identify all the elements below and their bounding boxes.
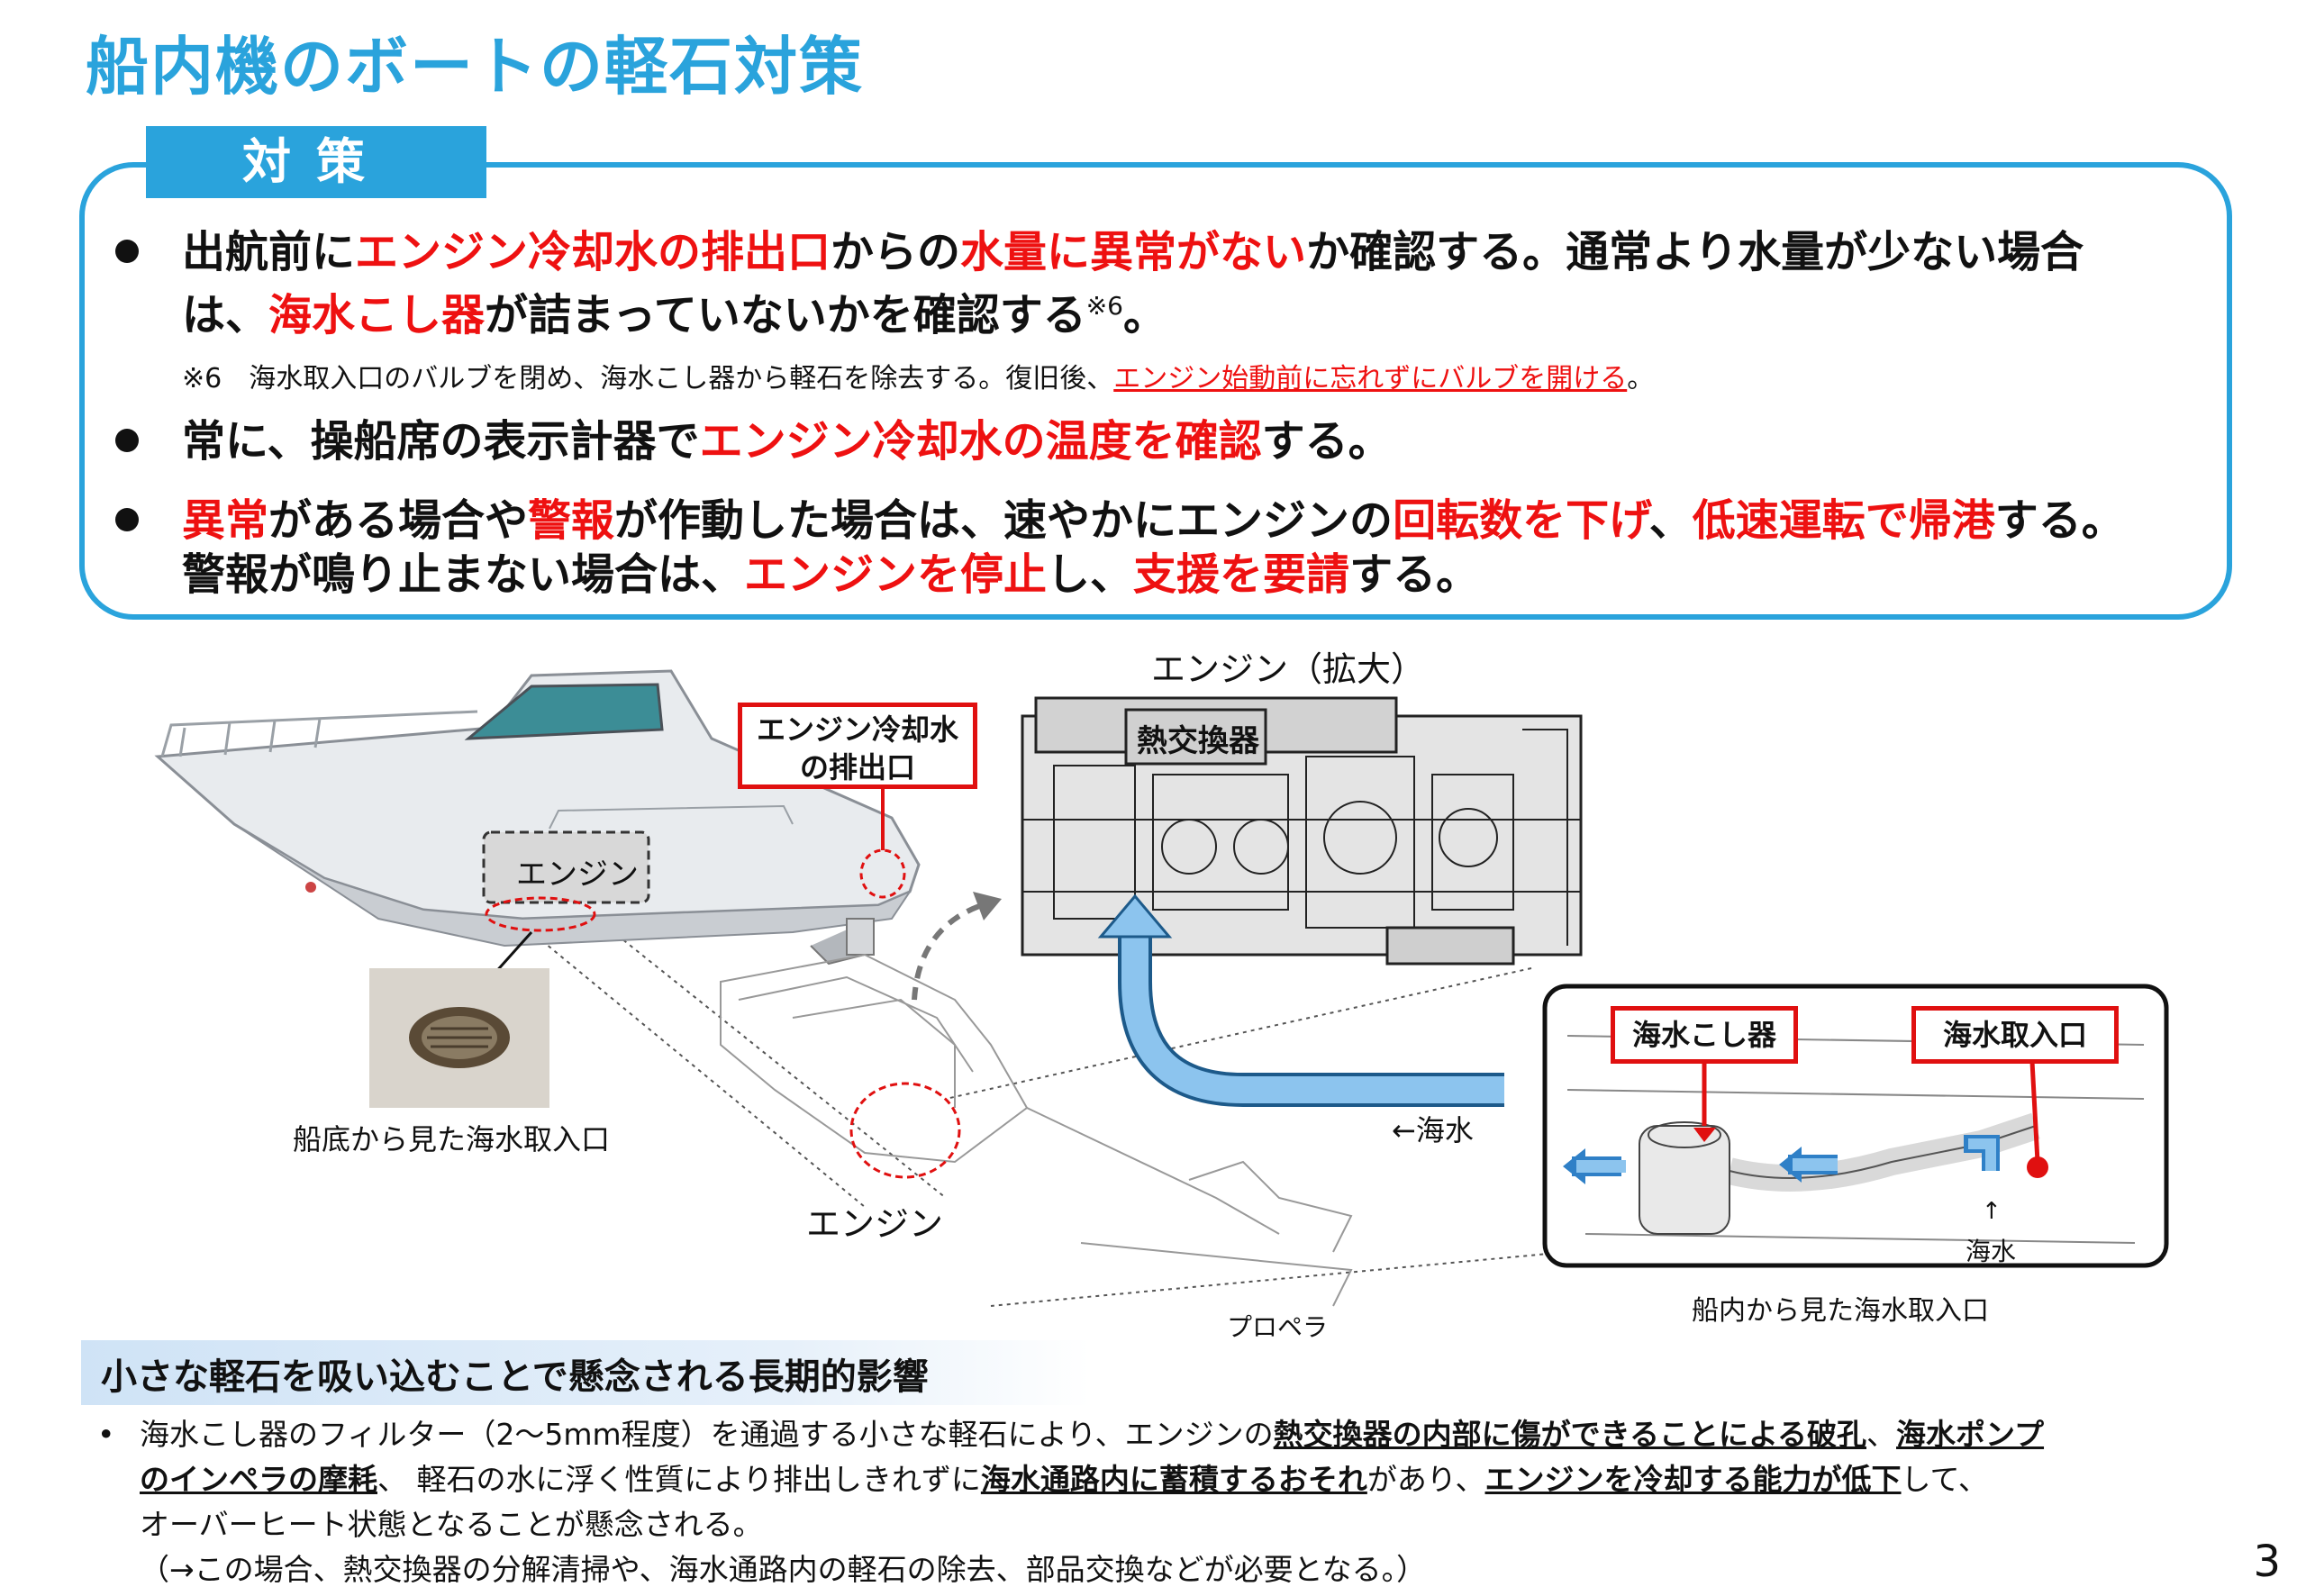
- emphasis-text: 海水こし器: [268, 290, 486, 340]
- engine-box: [482, 830, 650, 904]
- footnote-text: ※6 海水取入口のバルブを閉め、海水こし器から軽石を除去する。復旧後、: [182, 363, 1114, 394]
- footnote-end: 。: [1627, 363, 1655, 394]
- body-text: があり、: [1366, 1462, 1485, 1497]
- body-text: オーバーヒート状態となることが懸念される。: [140, 1507, 763, 1542]
- bullet-1-line-2: は、海水こし器が詰まっていないかを確認する※6。: [182, 279, 1167, 342]
- countermeasure-box: [79, 162, 2232, 620]
- propeller-label: プロペラ: [1227, 1312, 1329, 1342]
- bullet-dot: [115, 429, 139, 452]
- bullet-1-line-1: 出航前にエンジン冷却水の排出口からの水量に異常がないか確認する。通常より水量が少…: [115, 225, 2084, 279]
- leader-lines: [504, 909, 1568, 1307]
- hull-intake-marker: [485, 896, 596, 932]
- engine-zoom-label: エンジン（拡大）: [1151, 649, 1426, 689]
- engine-label: エンジン: [806, 1204, 944, 1244]
- body-text: する。: [1994, 495, 2125, 546]
- body-text: か確認する。通常より水量が少ない場合: [1306, 227, 2084, 277]
- outlet-marker: [859, 848, 906, 899]
- body-text: は、: [182, 290, 269, 340]
- engine-box-label: エンジン: [516, 857, 639, 893]
- bullet-dot: [115, 508, 139, 531]
- body-text: 、: [1866, 1417, 1897, 1452]
- emphasis-text: 水量に異常がない: [960, 227, 1307, 277]
- inboard-intake-photo: [1566, 1035, 2145, 1244]
- bullet-2-line-1: 常に、操船席の表示計器でエンジン冷却水の温度を確認する。: [115, 414, 1392, 468]
- underlined-text: のインペラの摩耗: [140, 1462, 377, 1497]
- intake-callout: 海水取入口: [1911, 1006, 2119, 1064]
- body-text: 、: [1648, 495, 1693, 546]
- longterm-line-1: 海水こし器のフィルター（2～5mm程度）を通過する小さな軽石により、エンジンの熱…: [140, 1412, 2044, 1457]
- body-text: 、 軽石の水に浮く性質により排出しきれずに: [377, 1462, 981, 1497]
- emphasis-text: 支援を要請: [1133, 549, 1350, 600]
- bullet-3-line-2: 警報が鳴り止まない場合は、エンジンを停止し、支援を要請する。: [182, 548, 1479, 602]
- engine-zoomed: [1021, 696, 1583, 966]
- strainer-callout: 海水こし器: [1611, 1006, 1798, 1064]
- body-text: がある場合や: [268, 495, 529, 546]
- body-text: からの: [831, 227, 961, 277]
- body-text: 警報が鳴り止まない場合は、: [182, 549, 745, 600]
- body-text: する。: [1261, 416, 1392, 467]
- heat-exchanger-label: 熱交換器: [1137, 723, 1259, 759]
- seawater-arrow-label: ←海水: [1392, 1113, 1474, 1147]
- emphasis-text: 異常: [182, 495, 269, 546]
- bullet-3-line-1: 異常がある場合や警報が作動した場合は、速やかにエンジンの回転数を下げ、低速運転で…: [115, 494, 2125, 548]
- hull-intake-caption: 船底から見た海水取入口: [293, 1122, 611, 1156]
- longterm-line-2: のインペラの摩耗、 軽石の水に浮く性質により排出しきれずに海水通路内に蓄積するお…: [140, 1457, 1988, 1502]
- underlined-text: 海水通路内に蓄積するおそれ: [980, 1462, 1367, 1497]
- body-text: する。: [1349, 549, 1480, 600]
- body-text: し、: [1047, 549, 1134, 600]
- footnote-emphasis: エンジン始動前に忘れずにバルブを開ける: [1113, 363, 1628, 394]
- bullet-dot: [115, 240, 139, 263]
- seawater-up-arrow: ↑: [1982, 1198, 2002, 1225]
- emphasis-text: エンジン冷却水の温度を確認: [699, 416, 1262, 467]
- emphasis-text: 警報: [528, 495, 615, 546]
- footnote-6: ※6 海水取入口のバルブを閉め、海水こし器から軽石を除去する。復旧後、エンジン始…: [182, 356, 1654, 395]
- body-text: が詰まっていないかを確認する: [485, 290, 1086, 340]
- outlet-callout-line-1: エンジン冷却水: [756, 712, 958, 747]
- body-text: （→この場合、熱交換器の分解清掃や、海水通路内の軽石の除去、部品交換などが必要と…: [140, 1552, 1427, 1587]
- seawater-up-label: 海水: [1966, 1237, 2017, 1266]
- section-tab: 対策: [146, 126, 486, 198]
- longterm-heading-bar: [81, 1340, 1090, 1405]
- emphasis-text: 低速運転で帰港: [1692, 495, 1995, 546]
- footnote-ref: ※6: [1085, 291, 1123, 321]
- illustration: [154, 669, 2169, 1307]
- body-text: 海水こし器のフィルター（2～5mm程度）を通過する小さな軽石により、エンジンの: [140, 1417, 1274, 1452]
- boat-illustration: [154, 669, 921, 966]
- emphasis-text: エンジン冷却水の排出口: [355, 227, 831, 277]
- underlined-text: 熱交換器の内部に傷ができることによる破孔: [1273, 1417, 1867, 1452]
- hull-intake-photo: [369, 968, 549, 1108]
- period: 。: [1123, 290, 1167, 340]
- page-number: 3: [2253, 1537, 2281, 1587]
- engine-sketch-marker: [849, 1082, 961, 1179]
- outlet-callout: エンジン冷却水の排出口: [738, 703, 977, 789]
- body-text: して、: [1901, 1462, 1988, 1497]
- body-text: が作動した場合は、速やかにエンジンの: [614, 495, 1394, 546]
- inboard-intake-caption: 船内から見た海水取入口: [1692, 1295, 1989, 1327]
- engine-sketch: [720, 953, 1353, 1307]
- body-text: 出航前に: [182, 227, 356, 277]
- emphasis-text: エンジンを停止: [744, 549, 1048, 600]
- body-text: 常に、操船席の表示計器で: [182, 416, 700, 467]
- longterm-line-3: オーバーヒート状態となることが懸念される。: [140, 1502, 763, 1547]
- heat-exchanger-box: [1124, 708, 1267, 766]
- page-title: 船内機のボートの軽石対策: [86, 30, 864, 104]
- longterm-bullet: •: [97, 1417, 115, 1452]
- outlet-callout-line-2: の排出口: [799, 750, 915, 784]
- underlined-text: エンジンを冷却する能力が低下: [1484, 1462, 1902, 1497]
- longterm-line-4: （→この場合、熱交換器の分解清掃や、海水通路内の軽石の除去、部品交換などが必要と…: [140, 1547, 1426, 1592]
- emphasis-text: 回転数を下げ: [1393, 495, 1649, 546]
- underlined-text: 海水ポンプ: [1896, 1417, 2045, 1452]
- longterm-heading: 小さな軽石を吸い込むことで懸念される長期的影響: [101, 1356, 929, 1398]
